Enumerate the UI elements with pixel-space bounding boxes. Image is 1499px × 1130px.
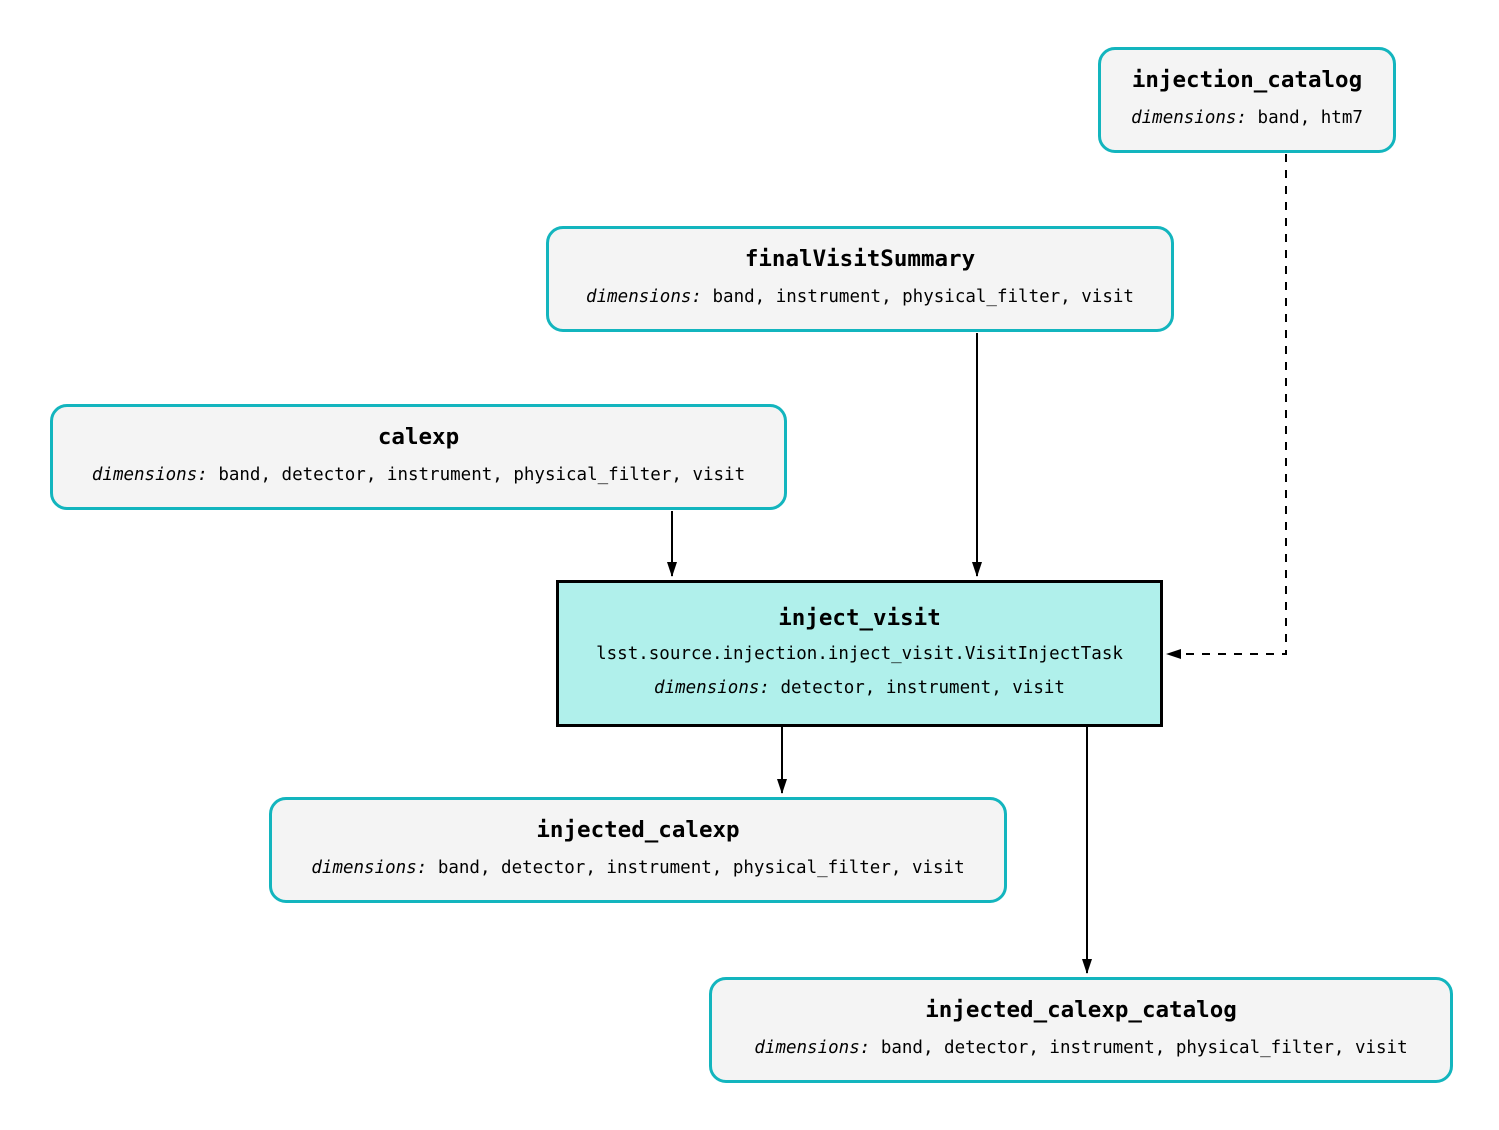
node-finalvisitsummary: finalVisitSummary dimensions: band, inst… xyxy=(546,226,1174,332)
node-dimensions: dimensions: band, detector, instrument, … xyxy=(311,857,964,880)
node-title: finalVisitSummary xyxy=(744,246,976,272)
node-dimensions: dimensions: band, detector, instrument, … xyxy=(754,1037,1407,1060)
dimensions-label: dimensions: xyxy=(311,858,428,878)
dimensions-label: dimensions: xyxy=(586,287,702,307)
node-dimensions: dimensions: band, htm7 xyxy=(1131,107,1363,130)
dimensions-value: band, detector, instrument, physical_fil… xyxy=(437,858,965,878)
dimensions-value: detector, instrument, visit xyxy=(780,677,1065,698)
node-title: inject_visit xyxy=(778,604,941,631)
dimensions-value: band, instrument, physical_filter, visit xyxy=(712,287,1134,307)
dimensions-value: band, htm7 xyxy=(1257,108,1363,128)
dimensions-label: dimensions: xyxy=(754,1038,871,1058)
node-dimensions: dimensions: detector, instrument, visit xyxy=(654,677,1065,700)
node-injection-catalog: injection_catalog dimensions: band, htm7 xyxy=(1098,47,1396,153)
dimensions-value: band, detector, instrument, physical_fil… xyxy=(880,1038,1408,1058)
node-title: calexp xyxy=(377,424,460,450)
node-title: injection_catalog xyxy=(1131,67,1363,93)
task-class-path: lsst.source.injection.inject_visit.Visit… xyxy=(596,643,1123,664)
node-injected-calexp: injected_calexp dimensions: band, detect… xyxy=(269,797,1007,903)
node-calexp: calexp dimensions: band, detector, instr… xyxy=(50,404,787,510)
edge-injection-catalog-to-inject-visit xyxy=(1166,154,1287,659)
dimensions-value: band, detector, instrument, physical_fil… xyxy=(218,465,746,485)
dimensions-label: dimensions: xyxy=(654,677,770,698)
node-dimensions: dimensions: band, detector, instrument, … xyxy=(92,464,745,487)
dimensions-label: dimensions: xyxy=(1131,108,1247,128)
dimensions-label: dimensions: xyxy=(91,465,208,485)
node-injected-calexp-catalog: injected_calexp_catalog dimensions: band… xyxy=(709,977,1453,1083)
node-inject-visit-task: inject_visit lsst.source.injection.injec… xyxy=(556,580,1163,727)
node-title: injected_calexp_catalog xyxy=(925,997,1237,1023)
node-dimensions: dimensions: band, instrument, physical_f… xyxy=(586,286,1134,309)
node-title: injected_calexp xyxy=(536,817,740,843)
